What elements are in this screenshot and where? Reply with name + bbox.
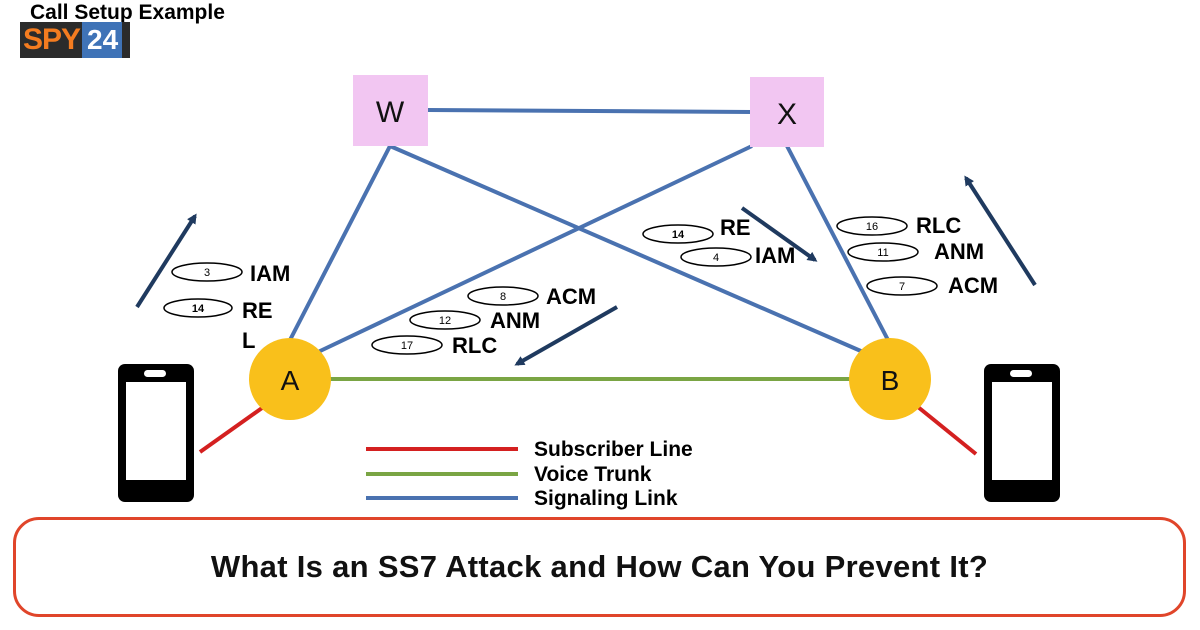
message-label-continued: L [242,328,255,353]
signaling-link-w-a [288,145,392,341]
message-label: ANM [934,239,984,264]
message-iam-3: 3 IAM [171,261,290,286]
signaling-link-w-x [427,108,753,114]
message-label: ANM [490,308,540,333]
phone-icon-right [984,364,1060,502]
stp-node-x-label: X [777,98,797,131]
arrow-b-outgoing [964,175,1037,287]
legend-voice-trunk-label: Voice Trunk [534,463,652,486]
arrow-a-outgoing [135,213,197,309]
spy24-logo[interactable]: SPY 24 [20,22,130,58]
logo-number-text: 24 [82,22,123,58]
switch-node-b-label: B [881,365,900,396]
logo-brand-text: SPY [23,23,81,56]
diagram-title: Call Setup Example [30,1,225,24]
stp-node-w[interactable]: W [353,75,428,146]
message-iam-4: 4 IAM [680,243,795,268]
message-number: 16 [866,221,878,233]
message-anm-11: 11 ANM [847,239,984,264]
message-label: ACM [546,284,596,309]
message-number: 7 [899,281,905,293]
message-number: 3 [204,267,210,279]
message-number: 4 [713,252,719,264]
message-rel-14-b: 14 RE [642,215,751,244]
message-number: 12 [439,315,451,327]
arrow-toward-b [740,206,818,262]
message-label: RLC [916,213,961,238]
switch-node-a-label: A [281,365,300,396]
message-label: RE [242,298,273,323]
message-acm-7: 7 ACM [866,273,998,298]
article-title-banner: What Is an SS7 Attack and How Can You Pr… [13,517,1186,617]
message-acm-8: 8 ACM [467,284,596,309]
message-number: 11 [877,247,888,259]
article-title: What Is an SS7 Attack and How Can You Pr… [210,549,989,584]
message-rlc-17: 17 RLC [371,333,497,358]
message-label: ACM [948,273,998,298]
message-rel-14-a: 14 RE L [163,298,273,353]
message-label: IAM [755,243,795,268]
legend: Subscriber Line Voice Trunk Signaling Li… [366,438,693,510]
message-number: 8 [500,291,506,303]
stp-node-x[interactable]: X [750,77,824,147]
switch-node-b[interactable]: B [849,338,931,420]
signaling-link-x-b [785,145,890,341]
subscriber-line-a [198,406,264,454]
message-rlc-16: 16 RLC [836,213,961,238]
message-number: 14 [192,303,205,315]
message-label: IAM [250,261,290,286]
phone-icon-left [118,364,194,502]
message-label: RE [720,215,751,240]
signaling-link-w-b [389,144,871,357]
message-number: 14 [672,229,685,241]
message-label: RLC [452,333,497,358]
message-number: 17 [401,340,413,352]
subscriber-line-b [916,405,978,456]
stp-node-w-label: W [376,96,405,129]
switch-node-a[interactable]: A [249,338,331,420]
signaling-link-x-a [317,144,753,354]
legend-signaling-link-label: Signaling Link [534,487,678,510]
legend-subscriber-line-label: Subscriber Line [534,438,693,461]
message-anm-12: 12 ANM [409,308,540,333]
arrow-toward-a [514,305,618,366]
